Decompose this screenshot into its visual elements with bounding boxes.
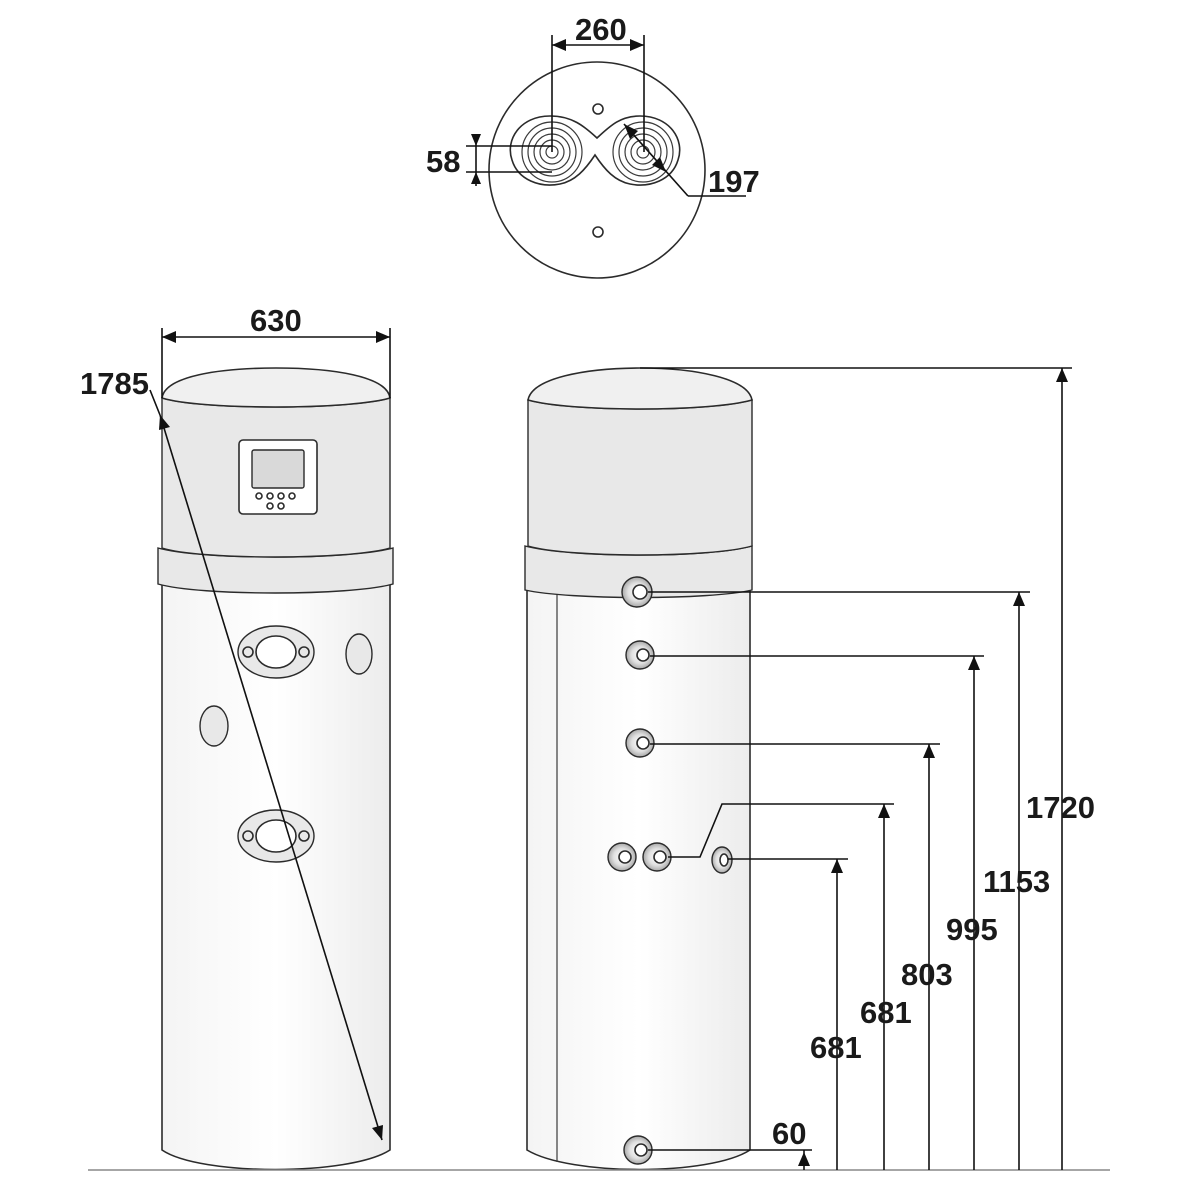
- dim-pipe-offset: 58: [426, 144, 460, 179]
- side-port-drain: [623, 1135, 653, 1165]
- side-tank-body: [526, 587, 751, 1171]
- dim-width: 630: [250, 303, 302, 338]
- front-view: 630 1785: [80, 303, 394, 1171]
- top-view-outline: [488, 61, 706, 279]
- dim-outlet-5: 681: [810, 1030, 862, 1065]
- side-top-cap: [527, 367, 753, 410]
- dim-drain: 60: [772, 1116, 806, 1151]
- dim-outlet-1: 1153: [983, 864, 1050, 899]
- side-port-4a: [607, 842, 637, 872]
- side-view: 1720 1153 995 803 681 681 60: [88, 367, 1110, 1171]
- bolt-icon: [592, 103, 604, 115]
- dim-pipe-diameter: 197: [708, 164, 760, 199]
- front-flange-upper: [237, 625, 315, 679]
- side-upper-housing: [527, 399, 753, 556]
- panel-button-icon: [255, 492, 263, 500]
- front-top-cap: [161, 367, 391, 408]
- panel-button-icon: [277, 502, 285, 510]
- control-panel: [238, 439, 318, 515]
- front-port-left: [199, 705, 229, 747]
- bolt-icon: [592, 226, 604, 238]
- panel-button-icon: [288, 492, 296, 500]
- panel-button-icon: [266, 502, 274, 510]
- side-port-5: [711, 846, 733, 874]
- dim-diagonal: 1785: [80, 366, 149, 401]
- top-view: 260 58 197: [426, 12, 760, 279]
- dim-total-height: 1720: [1026, 790, 1095, 825]
- dim-outlet-2: 995: [946, 912, 998, 947]
- side-port-4b: [642, 842, 672, 872]
- front-flange-lower: [237, 809, 315, 863]
- side-port-3: [625, 728, 655, 758]
- dim-pipe-spacing: 260: [575, 12, 627, 47]
- side-port-1: [621, 576, 653, 608]
- dim-outlet-4: 681: [860, 995, 912, 1030]
- panel-button-icon: [266, 492, 274, 500]
- side-port-2: [625, 640, 655, 670]
- dim-outlet-3: 803: [901, 957, 953, 992]
- front-port-right: [345, 633, 373, 675]
- panel-button-icon: [277, 492, 285, 500]
